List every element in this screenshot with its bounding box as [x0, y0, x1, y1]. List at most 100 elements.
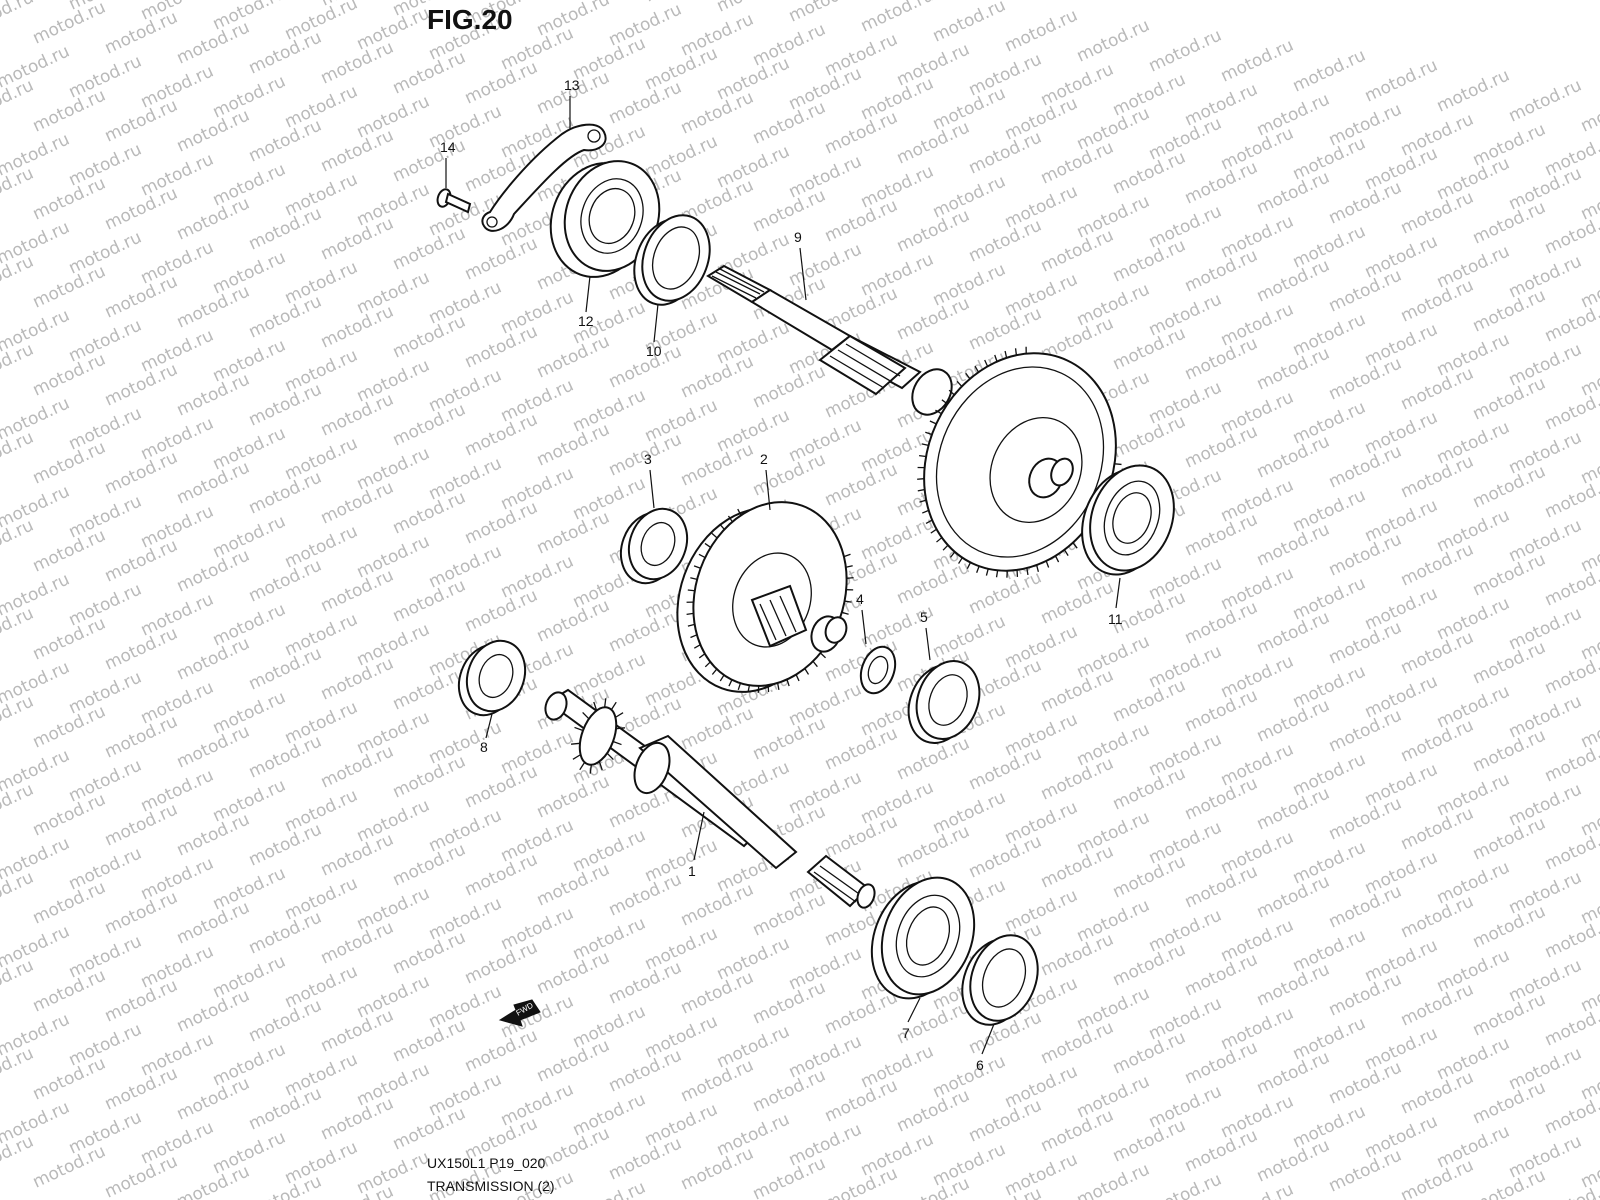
watermark-text: motod.ru [1326, 99, 1405, 150]
watermark-text: motod.ru [138, 501, 217, 552]
part-10-oil-seal [633, 214, 711, 306]
watermark-text: motod.ru [66, 843, 145, 894]
watermark-text: motod.ru [642, 395, 721, 446]
gear-tooth [995, 570, 999, 578]
watermark-text: motod.ru [210, 247, 289, 298]
watermark-text: motod.ru [354, 91, 433, 142]
callout-number: 14 [440, 139, 456, 155]
watermark-text: motod.ru [1290, 837, 1369, 888]
watermark-text: motod.ru [1290, 485, 1369, 536]
gear-tooth [572, 754, 581, 760]
watermark-text: motod.ru [858, 1041, 937, 1092]
figure-title: FIG.20 [427, 4, 513, 35]
watermark-text: motod.ru [786, 1119, 865, 1170]
watermark-text: motod.ru [1362, 847, 1441, 898]
watermark-text: motod.ru [786, 1031, 865, 1082]
watermark-text: motod.ru [1074, 1159, 1153, 1200]
watermark-text: motod.ru [210, 71, 289, 122]
callout-number: 7 [902, 1025, 910, 1041]
watermark-text: motod.ru [210, 423, 289, 474]
watermark-text: motod.ru [66, 1019, 145, 1070]
watermark-text: motod.ru [1182, 79, 1261, 130]
watermark-text: motod.ru [1290, 309, 1369, 360]
watermark-text: motod.ru [1434, 593, 1513, 644]
watermark-text: motod.ru [138, 61, 217, 112]
gear-tooth [804, 668, 810, 675]
watermark-text: motod.ru [1146, 1169, 1225, 1200]
callout-number: 4 [856, 591, 864, 607]
watermark-text: motod.ru [642, 1099, 721, 1150]
watermark-text: motod.ru [1362, 55, 1441, 106]
watermark-text: motod.ru [498, 727, 577, 778]
gear-tooth [930, 528, 937, 534]
watermark-text: motod.ru [210, 1127, 289, 1178]
callout-leader [653, 303, 659, 343]
watermark-text: motod.ru [1506, 1043, 1585, 1094]
watermark-text: motod.ru [66, 1107, 145, 1158]
gear-tooth [612, 740, 622, 746]
watermark-text: motod.ru [1002, 1061, 1081, 1112]
watermark-text: motod.ru [1218, 1179, 1297, 1200]
watermark-text: motod.ru [354, 883, 433, 934]
gear-tooth [1114, 463, 1122, 466]
watermark-text: motod.ru [66, 579, 145, 630]
figure-name: TRANSMISSION (2) [427, 1178, 555, 1194]
callout-leader [649, 469, 655, 509]
gear-tooth [615, 712, 624, 718]
watermark-text: motod.ru [858, 777, 937, 828]
gear-tooth [846, 577, 854, 580]
watermark-text: motod.ru [354, 179, 433, 230]
watermark-text: motod.ru [1074, 807, 1153, 858]
watermark-text: motod.ru [426, 277, 505, 328]
watermark-text: motod.ru [1290, 221, 1369, 272]
watermark-text: motod.ru [1434, 329, 1513, 380]
watermark-text: motod.ru [786, 943, 865, 994]
gear-tooth [704, 542, 712, 548]
watermark-text: motod.ru [570, 1177, 649, 1200]
watermark-text: motod.ru [426, 453, 505, 504]
gear-tooth [956, 380, 963, 387]
part-7-bearing [870, 876, 976, 1000]
watermark-text: motod.ru [570, 1001, 649, 1052]
watermark-text: motod.ru [858, 1129, 937, 1180]
watermark-text: motod.ru [66, 403, 145, 454]
watermark-text: motod.ru [1290, 661, 1369, 712]
callout-number: 13 [564, 77, 580, 93]
watermark-text: motod.ru [66, 491, 145, 542]
watermark-text: motod.ru [210, 599, 289, 650]
watermark-text: motod.ru [282, 1137, 361, 1188]
watermark-text: motod.ru [1470, 119, 1549, 170]
watermark-text: motod.ru [1146, 377, 1225, 428]
watermark-text: motod.ru [1002, 269, 1081, 320]
watermark-text: motod.ru [1218, 475, 1297, 526]
watermark-text: motod.ru [282, 697, 361, 748]
watermark-text: motod.ru [426, 805, 505, 856]
watermark-text: motod.ru [1218, 739, 1297, 790]
watermark-text: motod.ru [1146, 729, 1225, 780]
watermark-text: motod.ru [66, 931, 145, 982]
gear-tooth [1004, 350, 1008, 359]
watermark-text: motod.ru [354, 795, 433, 846]
watermark-text: motod.ru [498, 375, 577, 426]
watermark-text: motod.ru [1362, 319, 1441, 370]
gear-tooth [604, 698, 607, 708]
watermark-text: motod.ru [66, 755, 145, 806]
watermark-text: motod.ru [858, 513, 937, 564]
watermark-text: motod.ru [750, 19, 829, 70]
watermark-text: motod.ru [138, 765, 217, 816]
watermark-text: motod.ru [858, 0, 937, 37]
gear-tooth [948, 389, 955, 396]
gear-tooth [795, 674, 800, 682]
gear-tooth [719, 674, 725, 682]
watermark-text: motod.ru [354, 619, 433, 670]
watermark-text: motod.ru [1362, 671, 1441, 722]
gear-tooth [935, 409, 942, 415]
watermark-text: motod.ru [138, 149, 217, 200]
watermark-text: motod.ru [1506, 603, 1585, 654]
watermark-text: motod.ru [354, 443, 433, 494]
watermark-text: motod.ru [930, 1139, 1009, 1190]
watermark-text: motod.ru [1506, 75, 1585, 126]
watermark-text: motod.ru [1146, 289, 1225, 340]
gear-tooth [698, 553, 706, 559]
watermark-text: motod.ru [1218, 1091, 1297, 1142]
